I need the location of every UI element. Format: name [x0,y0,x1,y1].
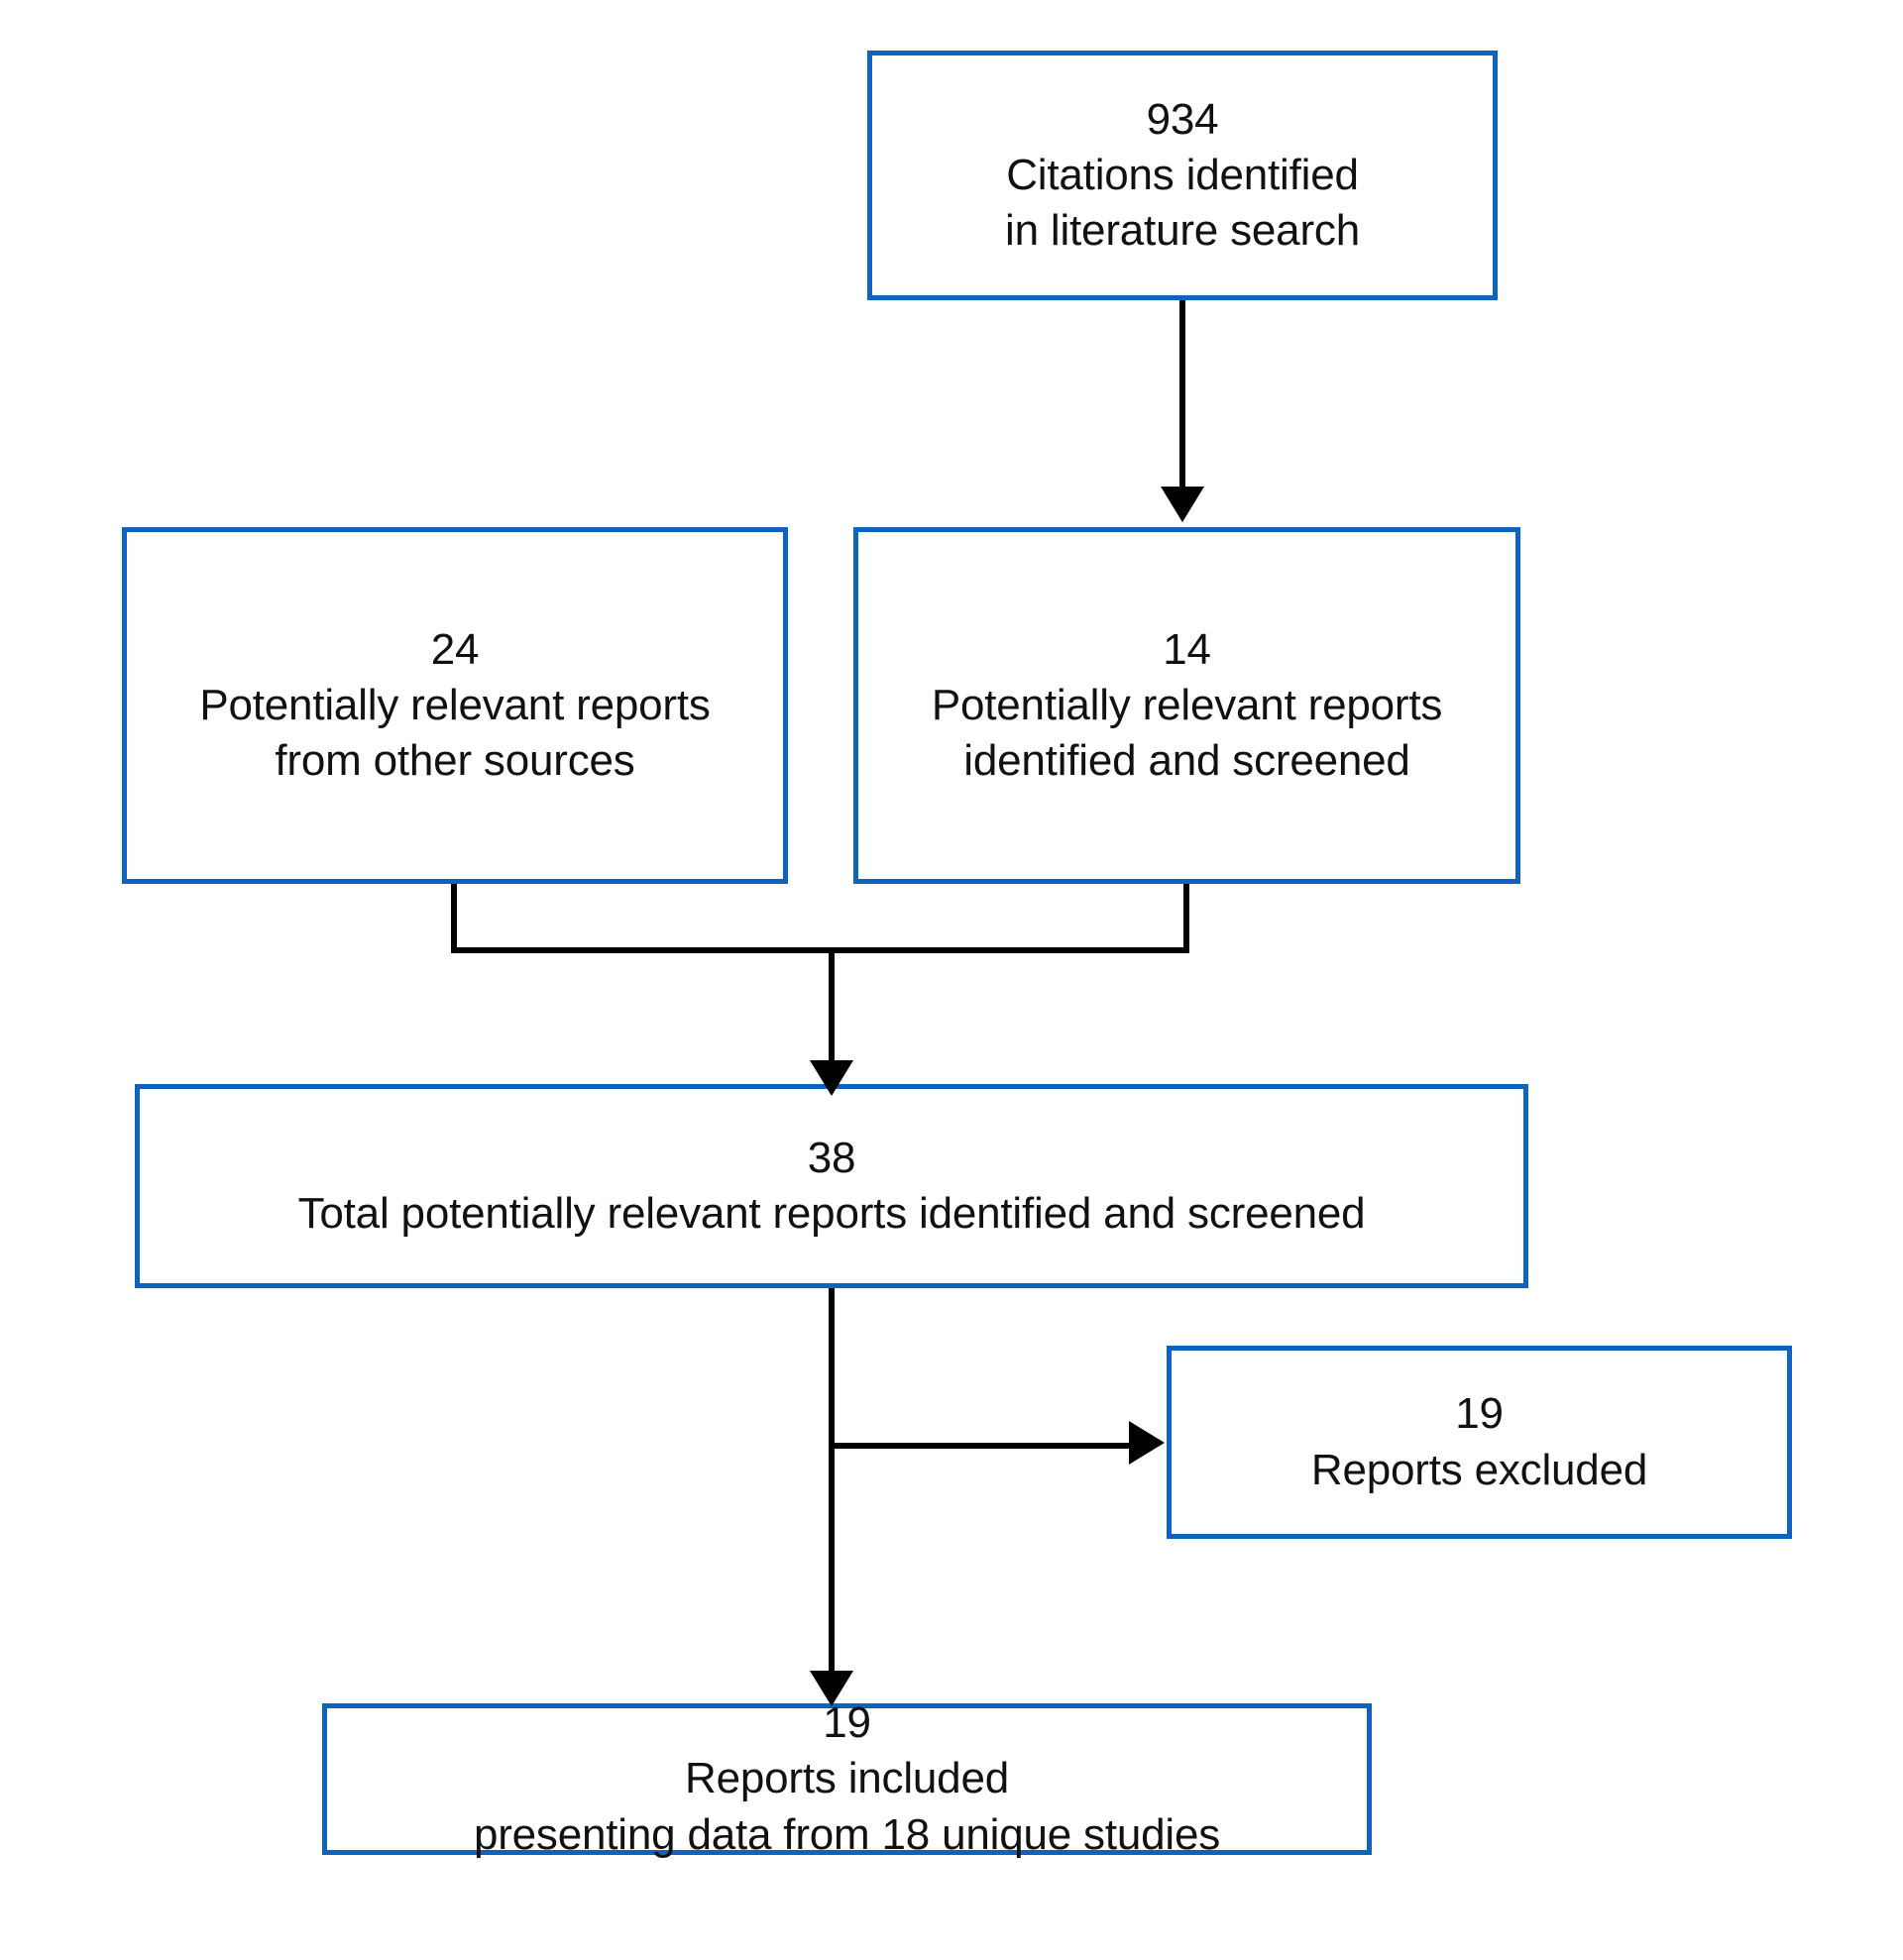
connector-total-to-included [829,1288,835,1685]
flow-box-text-line-1: Potentially relevant reports [199,680,711,729]
flow-box-citations-identified: 934 Citations identified in literature s… [867,51,1498,300]
connector-total-to-excluded [829,1443,1132,1449]
connector-screened-stub [1183,884,1189,953]
connector-identified-to-screened [1179,300,1185,492]
flow-box-text-line-1: Reports included [685,1754,1009,1803]
flow-box-text-line-1: Total potentially relevant reports ident… [297,1189,1366,1238]
connector-merge-bar [451,947,1189,953]
flow-box-text-line-2: identified and screened [963,736,1410,786]
connector-merge-to-total [829,947,835,1066]
arrowhead-down-icon [1161,487,1204,522]
flow-box-identified-and-screened: 14 Potentially relevant reports identifi… [853,527,1520,884]
flow-box-text-line-2: presenting data from 18 unique studies [473,1809,1221,1859]
flow-box-count: 19 [823,1698,871,1748]
flow-box-total-screened: 38 Total potentially relevant reports id… [135,1084,1528,1288]
flow-box-reports-excluded: 19 Reports excluded [1167,1346,1792,1539]
arrowhead-right-icon [1129,1421,1165,1465]
flow-box-reports-included: 19 Reports included presenting data from… [322,1698,1372,1859]
flow-box-count: 14 [1163,624,1211,674]
flow-box-text-line-1: Potentially relevant reports [931,680,1443,729]
flow-box-count: 38 [807,1133,856,1182]
flow-box-text-line-2: from other sources [275,736,635,786]
connector-other-sources-stub [451,884,457,953]
flow-box-text-line-1: Reports excluded [1310,1445,1648,1494]
flow-box-text-line-1: Citations identified [1006,150,1359,199]
flow-box-count: 24 [430,624,480,674]
arrowhead-down-icon [810,1060,853,1096]
flow-box-other-sources: 24 Potentially relevant reports from oth… [122,527,788,884]
flow-box-count: 934 [1146,94,1219,144]
arrowhead-down-icon [810,1671,853,1706]
flow-box-count: 19 [1455,1389,1504,1439]
flow-box-text-line-2: in literature search [1005,206,1360,256]
